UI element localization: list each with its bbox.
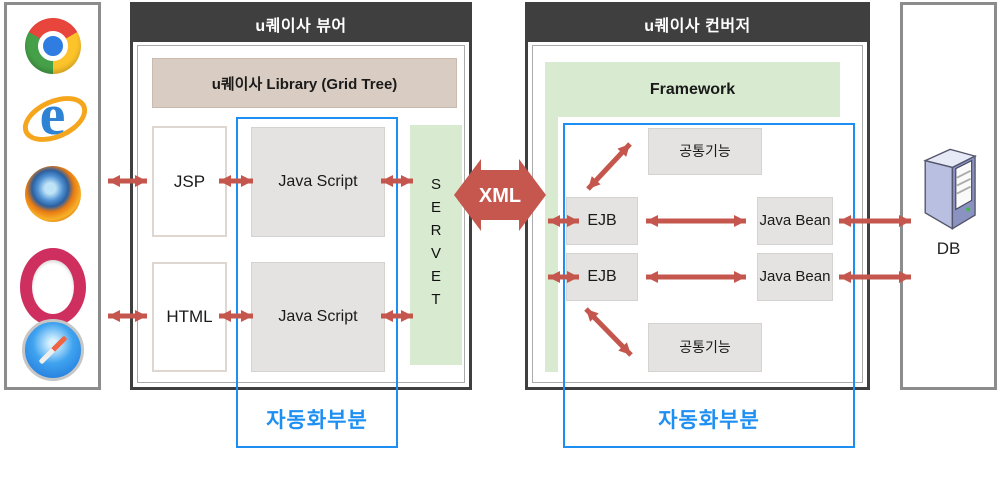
common-function-box-top: 공통기능 [648,128,762,175]
framework-side-strip [545,117,558,372]
chrome-icon [24,18,81,74]
xml-label: XML [479,185,521,207]
internet-explorer-icon: e [25,86,81,145]
framework-box: Framework [545,62,840,117]
javascript-box-bottom: Java Script [251,262,385,372]
automation-frame-viewer [236,117,398,448]
database-server-icon [922,148,977,230]
viewer-title: u퀘이사 뷰어 [133,5,469,42]
automation-label-converter: 자동화부분 [658,409,760,432]
jsp-box: JSP [152,126,227,237]
html-box: HTML [152,262,227,372]
db-panel: DB [900,2,997,390]
automation-frame-converter [563,123,855,448]
javabean-box-top: Java Bean [757,197,833,245]
safari-icon [21,319,84,381]
firefox-icon [24,166,81,222]
common-function-box-bottom: 공통기능 [648,323,762,372]
servlet-box: SERVET [410,125,462,365]
browsers-panel: e [4,2,101,390]
servlet-label: SERVET [430,176,442,308]
db-label: DB [936,239,961,258]
library-box: u퀘이사 Library (Grid Tree) [152,58,457,108]
javabean-box-bottom: Java Bean [757,253,833,301]
converter-title: u퀘이사 컨버저 [528,5,867,42]
opera-icon [19,248,86,326]
automation-label-viewer: 자동화부분 [266,409,368,432]
